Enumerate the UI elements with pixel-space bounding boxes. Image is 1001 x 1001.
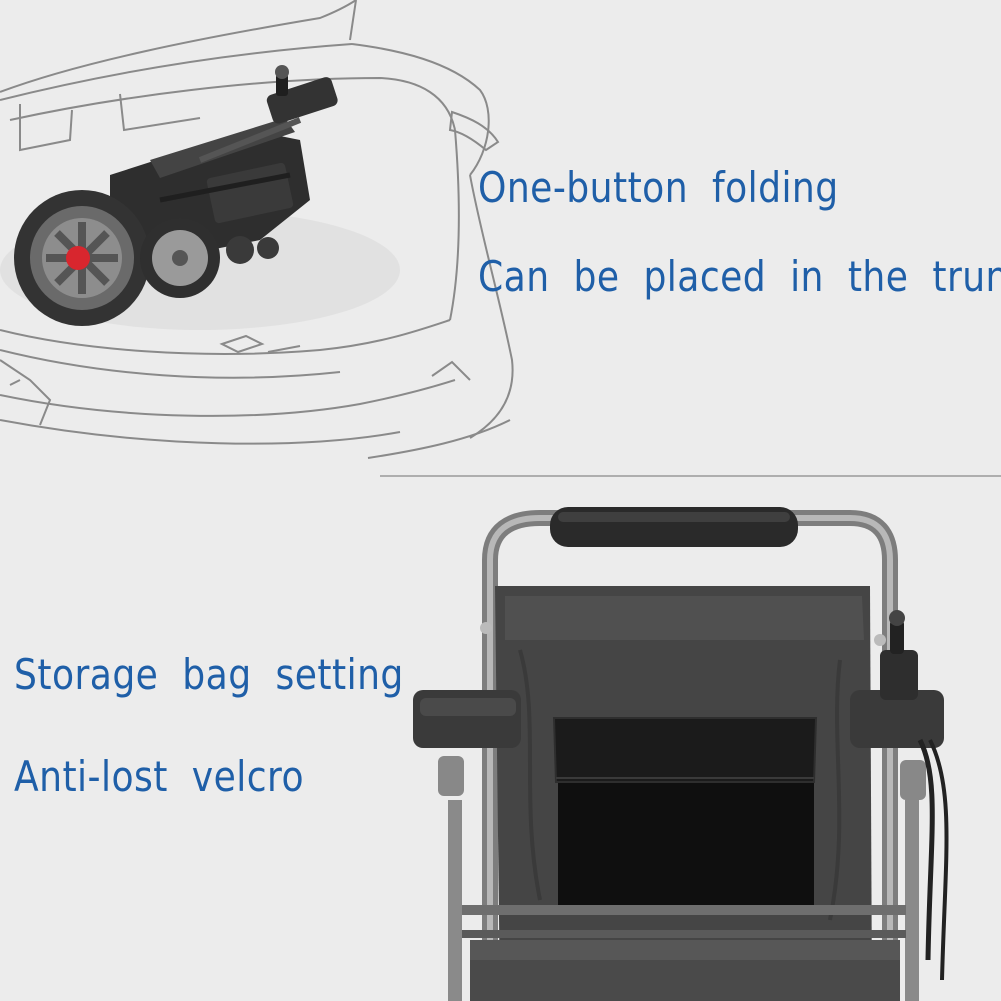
caption-one-button-folding: One-button folding [478, 163, 839, 212]
joystick-icon [890, 620, 904, 654]
caption-storage-bag-setting: Storage bag setting [14, 650, 404, 699]
caption-anti-lost-velcro: Anti-lost velcro [14, 752, 305, 801]
right-armrest-icon [850, 690, 944, 748]
storage-bag-icon [552, 717, 818, 912]
caption-placed-in-trunk: Can be placed in the trunk [478, 252, 1001, 301]
car-outline-icon [0, 0, 514, 459]
red-hub-icon [66, 246, 90, 270]
wheelchair-backrest-icon [413, 507, 949, 1001]
folded-wheelchair-icon [0, 65, 400, 330]
